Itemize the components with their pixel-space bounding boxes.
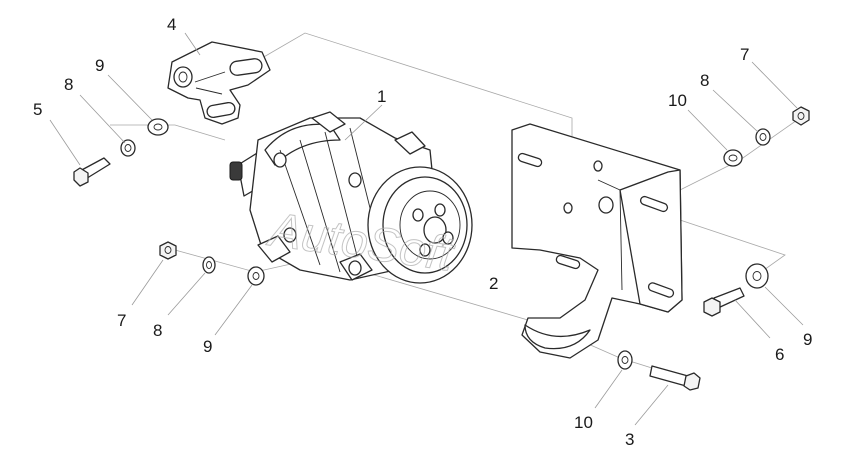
callout-8-top: 8 [64,75,73,94]
callout-7-right: 7 [740,45,749,64]
callout-10-bottom: 10 [574,413,593,432]
bolt-part-6 [703,287,745,317]
callout-9-left: 9 [203,337,212,356]
callout-8-left: 8 [153,321,162,340]
washer-part-8-right [755,128,771,146]
washer-part-9-top [147,118,169,136]
callout-6: 6 [775,345,784,364]
washer-part-10-bottom [617,350,633,370]
callout-1: 1 [377,87,386,106]
washer-part-9-right [745,263,769,289]
nut-part-7-left [159,241,177,260]
callout-9-right: 9 [803,330,812,349]
bolt-part-3 [649,365,701,391]
compressor-part-1 [229,111,473,284]
bolt-part-5 [73,157,111,187]
callout-5: 5 [33,100,42,119]
callout-numbers: 1 2 3 4 5 6 7 7 8 8 9 9 9 10 8 10 [33,15,812,449]
washer-part-10-top [723,149,743,167]
bracket-part-4 [167,41,271,125]
callout-8-right: 8 [700,71,709,90]
washer-part-8-top [120,139,136,157]
callout-7-left: 7 [117,311,126,330]
callout-2: 2 [489,274,498,293]
leader-lines [49,32,804,426]
nut-part-7-right [792,106,810,126]
callout-10-top: 10 [668,91,687,110]
callout-4: 4 [167,15,176,34]
washer-part-9-left [247,266,265,286]
callout-3: 3 [625,430,634,449]
callout-9-top: 9 [95,56,104,75]
mounting-plate-part-2 [511,123,683,359]
washer-part-8-left [202,256,216,274]
